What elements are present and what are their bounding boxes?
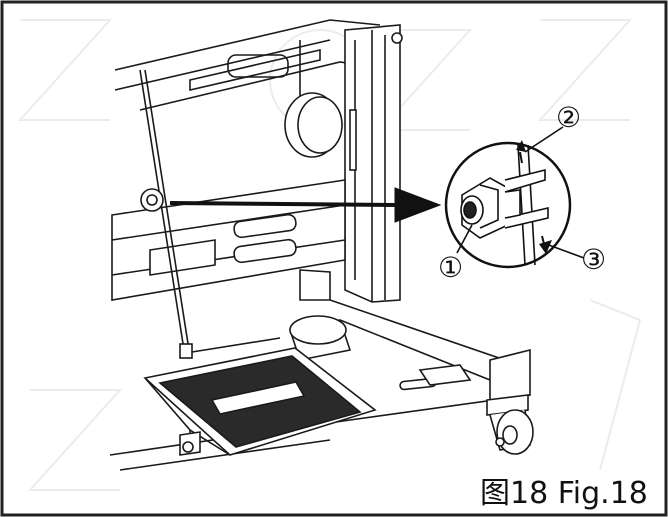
callout-three: ③	[581, 243, 607, 276]
caster-wheel	[486, 394, 534, 455]
vertical-column	[344, 24, 403, 303]
foot-pedal	[143, 337, 377, 456]
detail-magnifier	[444, 140, 572, 269]
callout-one: ①	[438, 251, 464, 284]
pull-rod	[139, 69, 193, 359]
figure-caption: 图18 Fig.18	[480, 476, 648, 511]
round-knob	[284, 92, 343, 158]
horizontal-beam	[111, 179, 346, 301]
callout-leaders	[456, 126, 585, 259]
watermark-marks	[17, 19, 642, 491]
callout-two: ②	[556, 101, 582, 134]
detail-arrow	[169, 187, 442, 223]
base-frame	[109, 269, 531, 471]
